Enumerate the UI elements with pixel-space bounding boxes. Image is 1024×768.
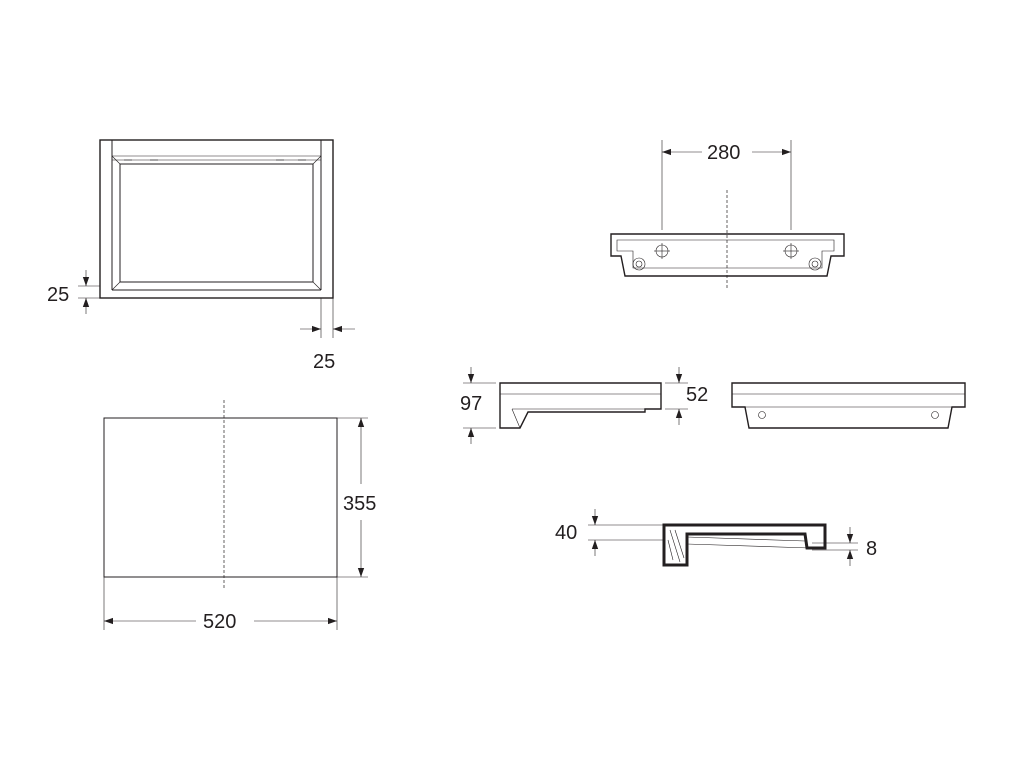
top-view: 25 25 <box>47 139 355 373</box>
section-view: 40 8 <box>555 509 877 567</box>
dim-side-height: 97 <box>460 393 482 415</box>
dim-drip-height: 8 <box>866 538 877 560</box>
dim-bracket-spacing: 280 <box>707 142 740 164</box>
dim-wall-width: 25 <box>313 351 335 373</box>
dim-lip-height: 40 <box>555 522 577 544</box>
rear-view <box>731 382 966 429</box>
front-view: 280 <box>610 140 845 288</box>
dim-front-height: 52 <box>686 384 708 406</box>
dim-plan-width: 520 <box>203 611 236 633</box>
side-view: 97 52 <box>460 367 708 444</box>
dim-wall-height: 25 <box>47 284 69 306</box>
dim-plan-depth: 355 <box>343 493 376 515</box>
plan-view: 355 520 <box>103 400 376 633</box>
